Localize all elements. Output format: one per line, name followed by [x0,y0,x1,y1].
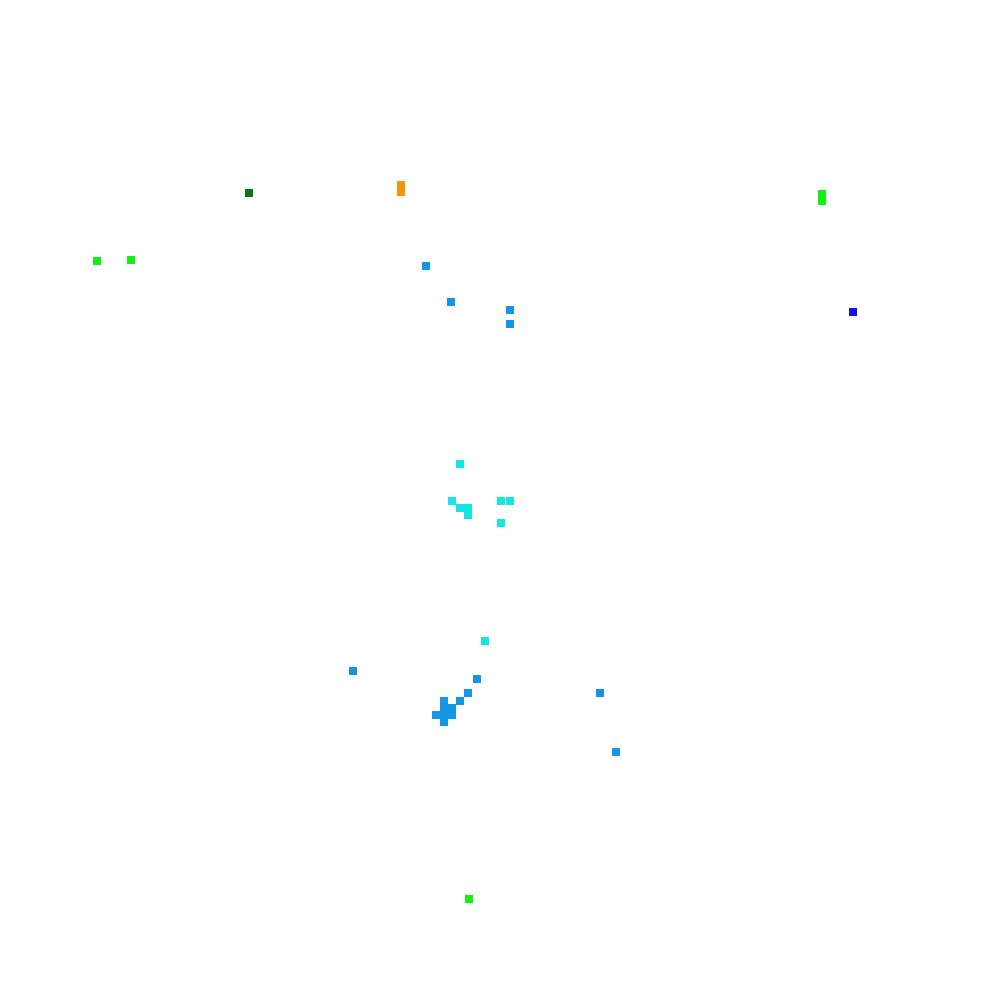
map-cell [497,519,505,527]
map-cell [448,711,456,719]
map-cell [481,637,489,645]
map-cell [506,320,514,328]
map-cell [432,711,440,719]
map-cell [464,511,472,519]
map-cell [473,675,481,683]
map-cell [506,497,514,505]
map-cell [456,504,464,512]
map-cell [422,262,430,270]
map-cell [465,895,473,903]
map-cell [818,197,826,205]
map-cell [464,689,472,697]
map-cell [440,697,448,705]
map-cell [93,257,101,265]
map-cell [440,718,448,726]
cells-layer [93,181,857,903]
map-cell [397,181,405,189]
map-cell [849,308,857,316]
map-cell [456,460,464,468]
map-cell [497,497,505,505]
map-cell [596,689,604,697]
map-cell [447,298,455,306]
map-cell [612,748,620,756]
map-cell [456,697,464,705]
map-cell [127,256,135,264]
map-cell [818,190,826,198]
map-cell [448,704,456,712]
map-cell [397,188,405,196]
map-cell [448,497,456,505]
map-cell [506,306,514,314]
map-cell [440,711,448,719]
map-cell [349,667,357,675]
map-cell [440,704,448,712]
map-cell [245,189,253,197]
map-cell [464,504,472,512]
